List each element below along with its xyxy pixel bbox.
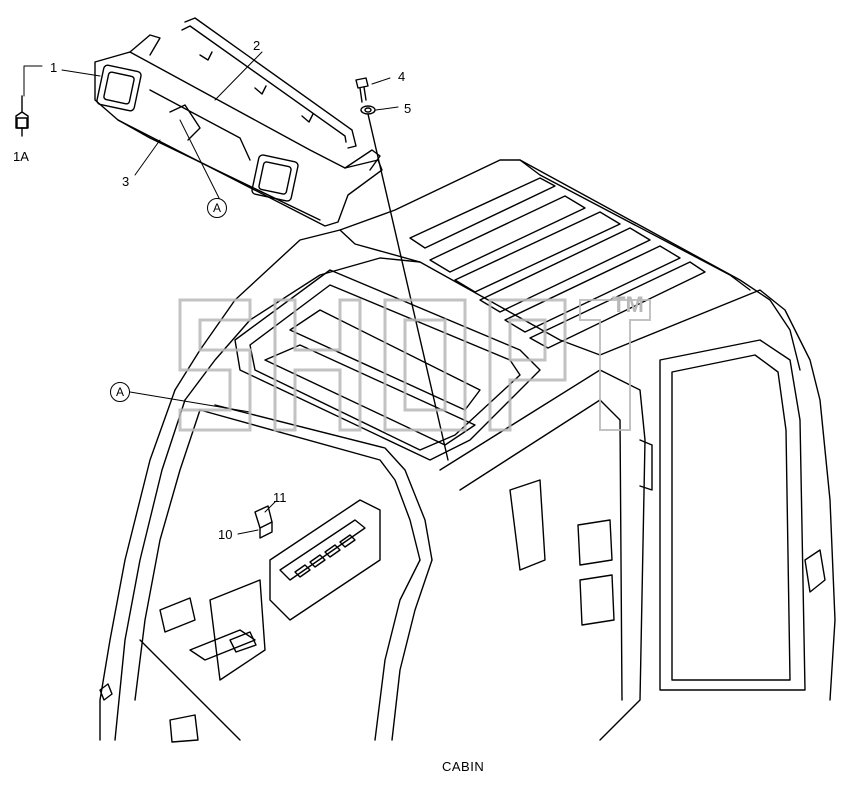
watermark-tm: TM xyxy=(612,292,644,317)
cabin-door xyxy=(439,339,826,741)
watermark xyxy=(178,298,651,432)
detail-marker-a-left: A xyxy=(110,382,130,402)
diagram-caption: CABIN xyxy=(442,759,485,774)
cabin-front-frame xyxy=(99,389,433,741)
callout-10: 10 xyxy=(218,527,233,542)
callout-11: 11 xyxy=(273,490,287,505)
callout-4: 4 xyxy=(398,69,406,84)
cabin-roof xyxy=(174,159,836,701)
detail-marker-a-top: A xyxy=(207,198,227,218)
callout-5: 5 xyxy=(404,101,412,116)
callout-1a: 1A xyxy=(13,149,29,164)
callout-1: 1 xyxy=(50,60,58,75)
work-light-bar xyxy=(94,34,383,227)
bulb-1a xyxy=(15,95,29,137)
callout-2: 2 xyxy=(253,38,261,53)
bolt-and-washer xyxy=(355,77,449,461)
callout-3: 3 xyxy=(122,174,130,189)
interior-panel xyxy=(139,499,615,743)
wire-harness xyxy=(181,17,357,149)
leader-lines xyxy=(23,51,399,535)
